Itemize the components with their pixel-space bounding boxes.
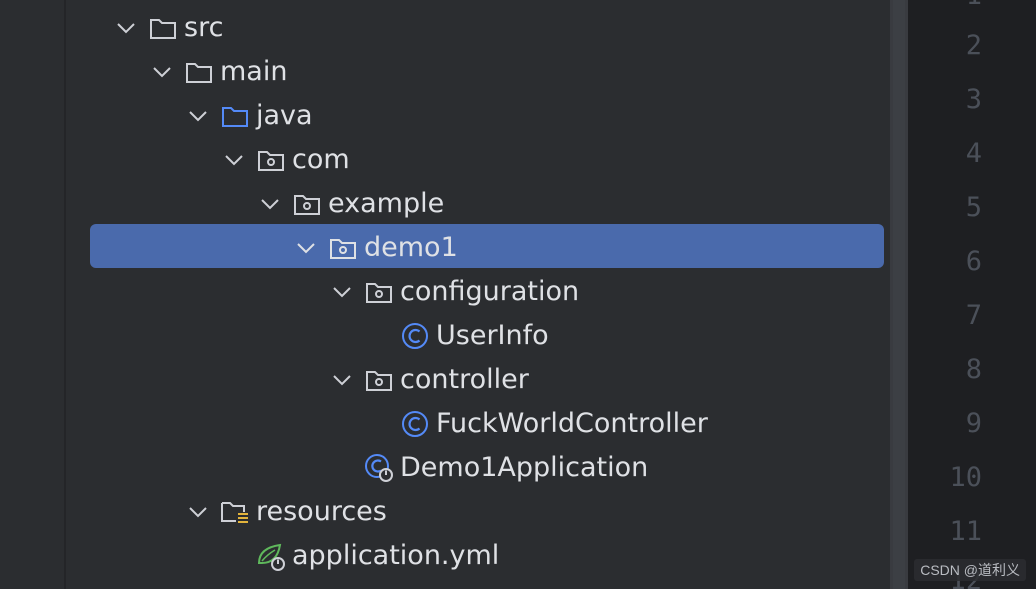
package-icon <box>364 365 394 395</box>
package-icon <box>292 189 322 219</box>
package-icon <box>256 145 286 175</box>
spring-boot-class-icon <box>364 453 394 483</box>
line-number: 3 <box>965 84 982 115</box>
tree-item-demo1application[interactable]: Demo1Application <box>66 446 890 490</box>
line-number: 5 <box>965 192 982 223</box>
tree-item-label: FuckWorldController <box>436 408 708 439</box>
line-number: 1 <box>922 0 982 11</box>
tree-item-label: com <box>292 144 350 175</box>
tree-item-label: controller <box>400 364 529 395</box>
left-tool-stripe <box>0 0 64 589</box>
line-number: 8 <box>965 354 982 385</box>
tree-item-label: Demo1Application <box>400 452 649 483</box>
tree-item-com[interactable]: com <box>66 138 890 182</box>
tree-item-label: example <box>328 188 445 219</box>
selection-highlight <box>90 224 884 268</box>
tree-item-label: configuration <box>400 276 580 307</box>
chevron-down-icon[interactable] <box>148 58 176 86</box>
tree-item-demo1[interactable]: demo1 <box>66 226 890 270</box>
tree-item-label: demo1 <box>364 232 458 263</box>
tree-item-controller[interactable]: controller <box>66 358 890 402</box>
chevron-down-icon[interactable] <box>184 498 212 526</box>
source-folder-icon <box>220 101 250 131</box>
watermark: CSDN @道利义 <box>914 559 1026 581</box>
tree-item-label: src <box>184 12 224 43</box>
chevron-down-icon[interactable] <box>184 102 212 130</box>
chevron-down-icon[interactable] <box>292 234 320 262</box>
line-number: 2 <box>965 30 982 61</box>
folder-icon <box>148 13 178 43</box>
package-icon <box>364 277 394 307</box>
tree-item-main[interactable]: main <box>66 50 890 94</box>
package-icon <box>328 233 358 263</box>
line-number: 7 <box>965 300 982 331</box>
line-number: 11 <box>949 516 982 547</box>
class-icon <box>400 321 430 351</box>
tree-item-java[interactable]: java <box>66 94 890 138</box>
tree-item-src[interactable]: src <box>66 6 890 50</box>
class-icon <box>400 409 430 439</box>
tree-item-example[interactable]: example <box>66 182 890 226</box>
tree-item-resources[interactable]: resources <box>66 490 890 534</box>
tree-item-label: application.yml <box>292 540 500 571</box>
tree-item-label: UserInfo <box>436 320 549 351</box>
tool-stripe-divider <box>64 0 66 589</box>
editor-line-gutter: 1 2 3 4 5 6 7 8 9 10 11 12 <box>908 0 1036 589</box>
tree-item-fuckworldcontroller[interactable]: FuckWorldController <box>66 402 890 446</box>
chevron-down-icon[interactable] <box>256 190 284 218</box>
tree-item-userinfo[interactable]: UserInfo <box>66 314 890 358</box>
line-number: 6 <box>965 246 982 277</box>
line-number: 10 <box>949 462 982 493</box>
chevron-down-icon[interactable] <box>112 14 140 42</box>
project-tree[interactable]: src main java com <box>66 0 890 589</box>
scrollbar-thumb[interactable] <box>893 0 905 589</box>
tree-item-application-yml[interactable]: application.yml <box>66 534 890 578</box>
line-number: 9 <box>965 408 982 439</box>
folder-icon <box>184 57 214 87</box>
spring-config-icon <box>256 541 286 571</box>
chevron-down-icon[interactable] <box>220 146 248 174</box>
tree-item-configuration[interactable]: configuration <box>66 270 890 314</box>
tree-item-label: resources <box>256 496 387 527</box>
chevron-down-icon[interactable] <box>328 366 356 394</box>
resources-folder-icon <box>220 497 250 527</box>
line-number: 4 <box>965 138 982 169</box>
chevron-down-icon[interactable] <box>328 278 356 306</box>
tree-item-label: java <box>256 100 313 131</box>
tree-item-label: main <box>220 56 288 87</box>
